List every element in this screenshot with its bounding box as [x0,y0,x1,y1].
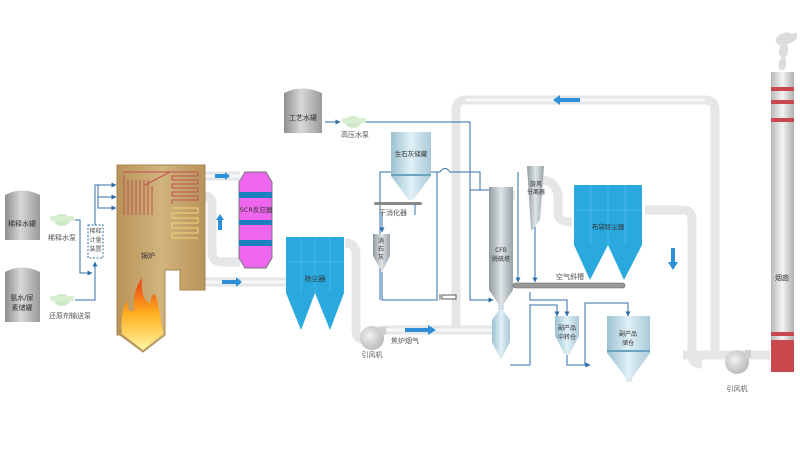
svg-text:烟囱: 烟囱 [775,273,789,282]
svg-text:中转仓: 中转仓 [558,333,576,341]
svg-text:氨水/尿: 氨水/尿 [10,293,33,302]
cyclone-separator: 旋风 分离器 [527,166,545,230]
svg-text:灰: 灰 [378,253,384,261]
valve-icon[interactable] [439,294,457,300]
svg-text:干消化器: 干消化器 [379,208,407,217]
svg-text:装置: 装置 [89,245,101,253]
dilution-metering-device: 稀释 计量 装置 [87,224,104,259]
reductant-pump[interactable]: 还原剂输送泵 [49,294,91,320]
svg-text:储仓: 储仓 [622,339,634,347]
cfb-desulfurization-tower: CFB 脱硫塔 [489,187,513,360]
bag-filter: 布袋除尘器 [574,185,642,280]
dilution-water-pump[interactable]: 稀释水泵 [48,214,76,242]
flame-icon [121,278,163,350]
svg-text:SCR反应器: SCR反应器 [240,205,273,214]
process-lines [75,119,631,368]
scr-reactor: SCR反应器 [238,171,273,269]
svg-text:工艺水罐: 工艺水罐 [289,113,317,122]
process-water-tank: 工艺水罐 [284,88,322,133]
svg-text:引风机: 引风机 [727,384,748,393]
svg-text:还原剂输送泵: 还原剂输送泵 [49,311,91,320]
svg-text:CFB: CFB [495,247,507,254]
svg-text:稀释: 稀释 [89,227,101,235]
dilution-water-tank: 稀释水罐 [5,190,40,240]
induced-draft-fan-2[interactable]: 引风机 [725,350,751,393]
svg-text:焦炉烟气: 焦炉烟气 [391,336,419,345]
svg-text:高压水泵: 高压水泵 [341,130,369,139]
svg-text:除尘器: 除尘器 [305,274,326,283]
flue-gas-pipes [204,95,770,369]
quicklime-silo: 生石灰储藏 [391,132,431,200]
svg-text:布袋除尘器: 布袋除尘器 [592,222,625,231]
svg-text:消: 消 [378,237,384,245]
svg-text:副产品: 副产品 [619,330,637,338]
flow-arrows [215,95,678,335]
svg-text:石: 石 [378,246,384,253]
boiler: 锅炉 [116,164,206,353]
svg-text:脱硫塔: 脱硫塔 [492,255,510,263]
slaked-lime-bin: 消 石 灰 [373,234,390,272]
high-pressure-water-pump[interactable]: 高压水泵 [341,116,369,139]
svg-text:生石灰储藏: 生石灰储藏 [395,149,428,158]
induced-draft-fan-1[interactable]: 引风机 焦炉烟气 [360,326,419,359]
ammonia-urea-tank: 氨水/尿 素储罐 [5,267,40,322]
svg-text:空气斜槽: 空气斜槽 [556,272,584,281]
smoke-icon [775,32,798,70]
svg-text:锅炉: 锅炉 [141,251,155,260]
svg-text:稀释水泵: 稀释水泵 [48,233,76,242]
dry-digester: 干消化器 [374,202,422,217]
svg-text:稀释水罐: 稀释水罐 [8,219,36,228]
svg-text:引风机: 引风机 [362,350,383,359]
chimney: 烟囱 [771,32,798,372]
svg-text:分离器: 分离器 [527,188,545,196]
byproduct-transfer-bin: 副产品 中转仓 [555,316,579,355]
svg-text:旋风: 旋风 [530,180,542,188]
svg-text:计量: 计量 [89,236,101,244]
byproduct-storage-silo: 副产品 储仓 [607,316,650,382]
svg-text:副产品: 副产品 [558,324,576,332]
svg-text:素储罐: 素储罐 [12,303,33,312]
air-slide: 空气斜槽 [512,272,626,289]
dust-collector: 除尘器 [286,237,344,330]
